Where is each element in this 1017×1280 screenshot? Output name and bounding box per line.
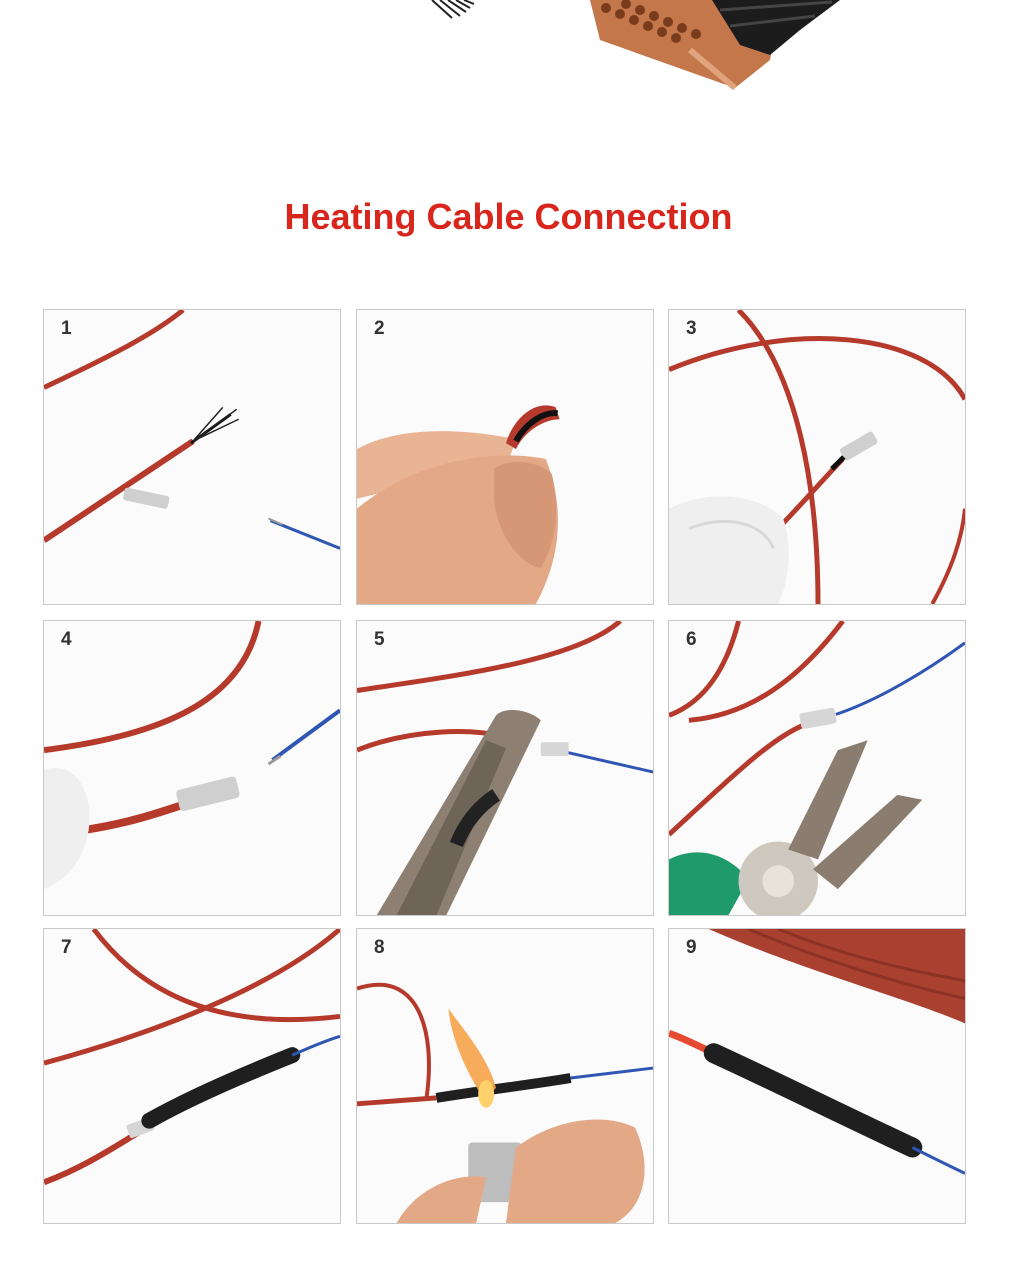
step-panel-1: 1 [43,309,341,605]
wire-strands [431,0,475,19]
step-illustration [357,621,653,915]
step-illustration [357,405,560,604]
step-number: 8 [374,937,385,958]
step-panel-8: 8 [356,928,654,1224]
step-number: 3 [686,318,697,339]
step-panel-6: 6 [668,620,966,916]
step-number: 6 [686,629,697,650]
step-illustration [357,982,653,1223]
step-number: 5 [374,629,385,650]
step-illustration [669,929,965,1175]
step-panel-4: 4 [43,620,341,916]
step-panel-5: 5 [356,620,654,916]
page-title: Heating Cable Connection [284,196,733,237]
step-panel-9: 9 [668,928,966,1224]
step-number: 2 [374,318,385,339]
step-illustration [44,929,340,1186]
step-number: 1 [61,318,72,339]
step-number: 9 [686,937,697,958]
step-illustration [669,310,965,604]
heat-shrink-sleeves [712,0,840,55]
step-illustration [44,621,340,890]
step-panel-7: 7 [43,928,341,1224]
hero-product-image [431,0,840,91]
step-panel-3: 3 [668,309,966,605]
step-illustration [44,310,340,550]
step-panel-2: 2 [356,309,654,605]
step-illustration [669,621,965,915]
step-number: 4 [61,629,72,650]
step-number: 7 [61,937,72,958]
